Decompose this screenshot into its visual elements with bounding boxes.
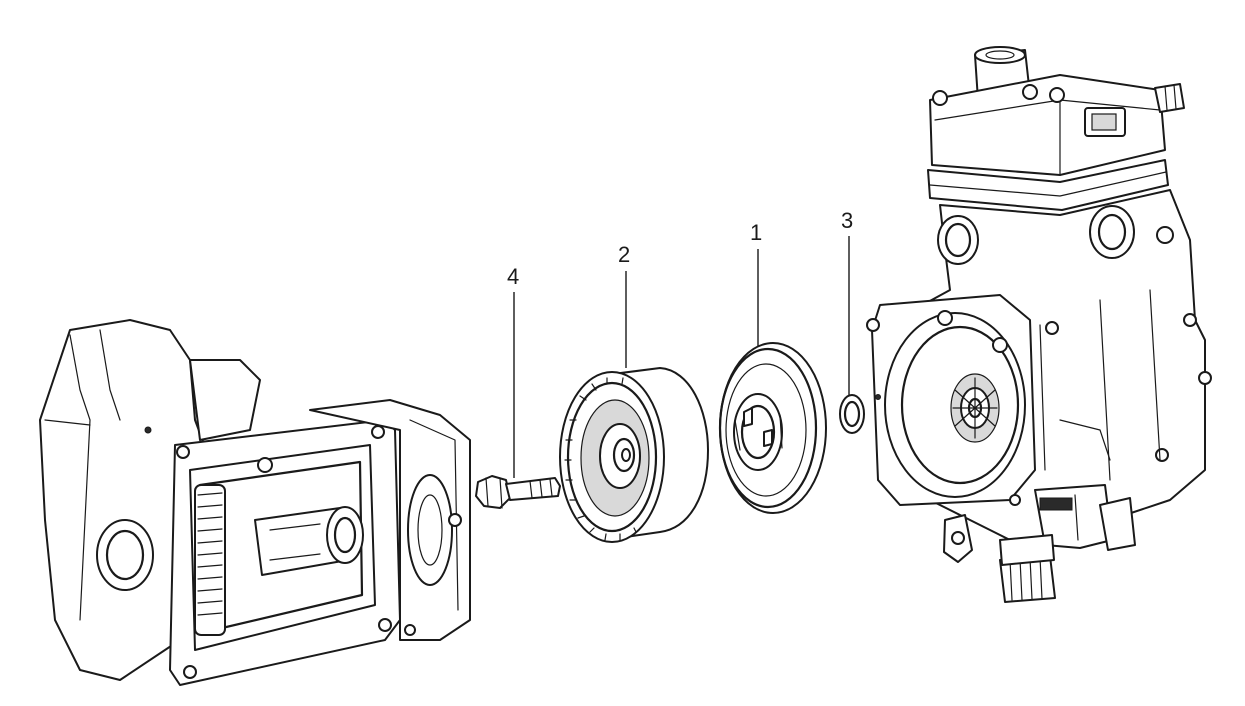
compressor-assembly [866,46,1212,603]
spur-gear [194,484,226,636]
callout-label-4: 4 [507,264,520,289]
callout-label-1: 1 [750,220,763,245]
bolt-part-4 [475,475,561,509]
seal-cover-part-1 [718,342,827,514]
callout-label-2: 2 [618,242,631,267]
gearbox-housing [39,319,471,686]
leader-lines [513,236,850,478]
input-shaft [254,506,364,576]
callout-label-3: 3 [841,208,854,233]
drive-coupling-part-2 [559,367,709,543]
o-ring-part-3 [839,394,865,434]
